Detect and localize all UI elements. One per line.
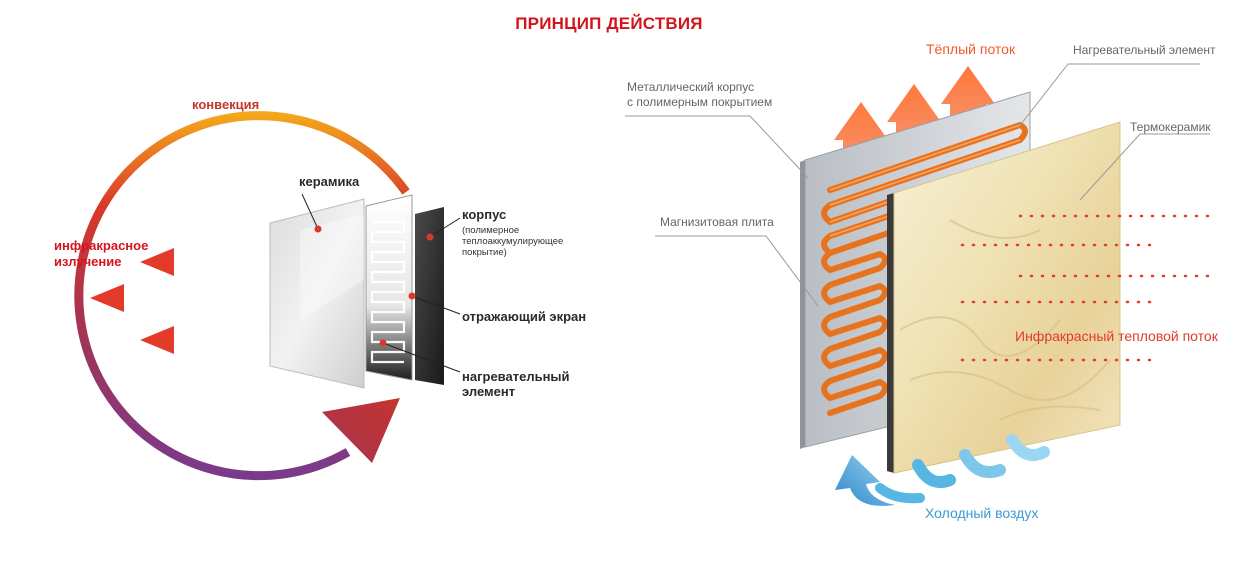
heating-coil-left	[370, 220, 406, 364]
convection-arc	[74, 111, 410, 481]
ceramic-label: керамика	[299, 174, 360, 189]
pointer-ceramic	[301, 193, 319, 230]
ceramic-panel-sheen	[300, 214, 364, 320]
convection-arrowhead	[322, 398, 400, 463]
page-title: ПРИНЦИП ДЕЙСТВИЯ	[515, 14, 703, 33]
case-panel	[415, 207, 444, 385]
infrared-dotted-lines	[960, 214, 1216, 362]
infrared-label-line2: излучение	[54, 254, 121, 269]
body-desc-line1: (полимерное	[462, 225, 519, 236]
infrared-flow-label: Инфракрасный тепловой поток	[1015, 328, 1219, 344]
thermoceramic-label: Термокерамик	[1130, 120, 1211, 134]
heating-element-label: Нагревательный элемент	[1073, 43, 1216, 57]
coil-highlight	[829, 124, 1021, 237]
marble-veins	[899, 219, 1111, 421]
heater-label-line1: нагревательный	[462, 369, 570, 384]
pointer-dot-reflector	[408, 292, 416, 300]
warm-flow-label: Тёплый поток	[926, 41, 1016, 57]
magnesite-plate	[887, 193, 894, 473]
metal-case-label-line1: Металлический корпус	[627, 80, 754, 94]
right-diagram: Тёплый поток Нагревательный элемент Мета…	[625, 41, 1219, 521]
metal-case-label-line2: с полимерным покрытием	[627, 95, 772, 109]
left-diagram: конвекция керамика инфракрасное изл	[54, 97, 586, 481]
pointer-case	[429, 217, 461, 238]
ceramic-panel	[269, 198, 365, 389]
pointer-dot-heater	[379, 339, 387, 347]
pointer-dot-ceramic	[314, 225, 322, 233]
body-desc-line2: теплоаккумулирующее	[462, 236, 563, 247]
metal-case-edge	[800, 160, 805, 449]
magnesite-plate-label: Магнизитовая плита	[660, 215, 774, 229]
body-label: корпус	[462, 207, 506, 222]
reflector-label: отражающий экран	[462, 309, 586, 324]
pointer-dot-case	[426, 233, 434, 241]
pointer-reflector	[411, 295, 461, 315]
cold-air-arrows	[835, 434, 1050, 506]
right-leader-lines	[625, 63, 1210, 307]
thermoceramic-panel	[893, 121, 1121, 474]
cold-air-label: Холодный воздух	[925, 505, 1038, 521]
body-desc-line3: покрытие)	[462, 247, 507, 258]
heater-label-line2: элемент	[462, 384, 515, 399]
infrared-arrows	[90, 248, 310, 354]
infrared-label-line1: инфракрасное	[54, 238, 148, 253]
pointer-heater	[382, 342, 461, 373]
convection-label: конвекция	[192, 97, 259, 112]
